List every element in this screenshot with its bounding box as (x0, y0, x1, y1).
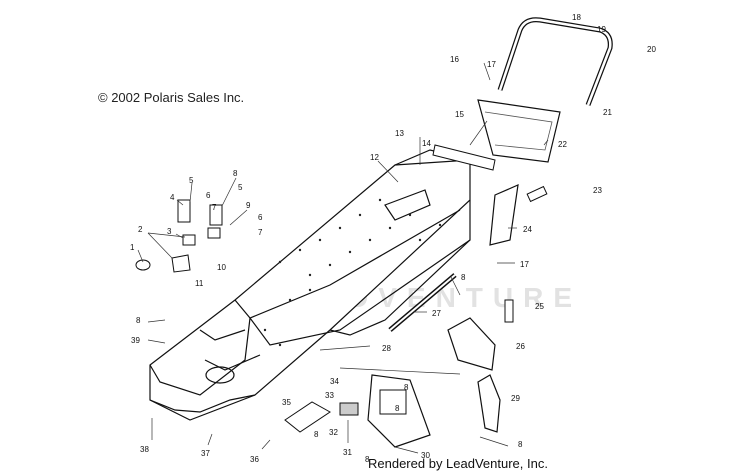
callout-19: 19 (597, 25, 606, 34)
callout-10: 10 (217, 263, 226, 272)
callout-20: 20 (647, 45, 656, 54)
callout-35: 35 (282, 398, 291, 407)
credit-text: Rendered by LeadVenture, Inc. (368, 456, 548, 471)
callout-7b: 7 (258, 228, 263, 237)
callout-8f: 8 (314, 430, 319, 439)
callout-33: 33 (325, 391, 334, 400)
callout-6a: 6 (206, 191, 211, 200)
side-bracket (489, 184, 519, 246)
left-bracket-group (135, 199, 223, 273)
knob-23 (526, 185, 548, 203)
callout-22: 22 (558, 140, 567, 149)
callout-39: 39 (131, 336, 140, 345)
callout-7a: 7 (212, 203, 217, 212)
callout-4: 4 (170, 193, 175, 202)
bolt-25 (504, 299, 514, 323)
callout-3: 3 (167, 227, 172, 236)
front-plate (367, 374, 431, 448)
rivet-dots (263, 198, 442, 347)
callout-38: 38 (140, 445, 149, 454)
callout-36: 36 (250, 455, 259, 464)
callout-6b: 6 (258, 213, 263, 222)
callout-37: 37 (201, 449, 210, 458)
callout-8b: 8 (461, 273, 466, 282)
callout-15: 15 (455, 110, 464, 119)
callout-8h: 8 (518, 440, 523, 449)
callout-27: 27 (432, 309, 441, 318)
callout-32: 32 (329, 428, 338, 437)
leader-lines (137, 62, 549, 454)
step-plate (284, 401, 331, 433)
rear-plate (477, 99, 561, 163)
block-31 (339, 402, 359, 416)
callout-11: 11 (195, 279, 204, 288)
callout-26: 26 (516, 342, 525, 351)
callout-2: 2 (138, 225, 143, 234)
callout-12: 12 (370, 153, 379, 162)
callout-16: 16 (450, 55, 459, 64)
callout-29: 29 (511, 394, 520, 403)
callout-17a: 17 (487, 60, 496, 69)
callout-34: 34 (330, 377, 339, 386)
copyright-text: © 2002 Polaris Sales Inc. (98, 90, 245, 105)
callout-1: 1 (130, 243, 135, 252)
callout-8g: 8 (365, 455, 370, 464)
callout-labels: 1 2 3 4 5 5 6 6 7 7 8 9 10 11 12 13 14 1… (130, 13, 656, 464)
callout-8e: 8 (395, 404, 400, 413)
callout-28: 28 (382, 344, 391, 353)
pad-strip (432, 144, 496, 171)
bracket-29 (477, 374, 501, 433)
callout-8d: 8 (404, 383, 409, 392)
bracket-26 (447, 317, 496, 371)
callout-30: 30 (421, 451, 430, 460)
callout-5a: 5 (189, 176, 194, 185)
callout-9: 9 (246, 201, 251, 210)
callout-18: 18 (572, 13, 581, 22)
callout-8a: 8 (233, 169, 238, 178)
callout-8c: 8 (136, 316, 141, 325)
callout-31: 31 (343, 448, 352, 457)
callout-14: 14 (422, 139, 431, 148)
callout-13: 13 (395, 129, 404, 138)
callout-23: 23 (593, 186, 602, 195)
callout-17b: 17 (520, 260, 529, 269)
callout-25: 25 (535, 302, 544, 311)
callout-5b: 5 (238, 183, 243, 192)
callout-21: 21 (603, 108, 612, 117)
callout-24: 24 (523, 225, 532, 234)
